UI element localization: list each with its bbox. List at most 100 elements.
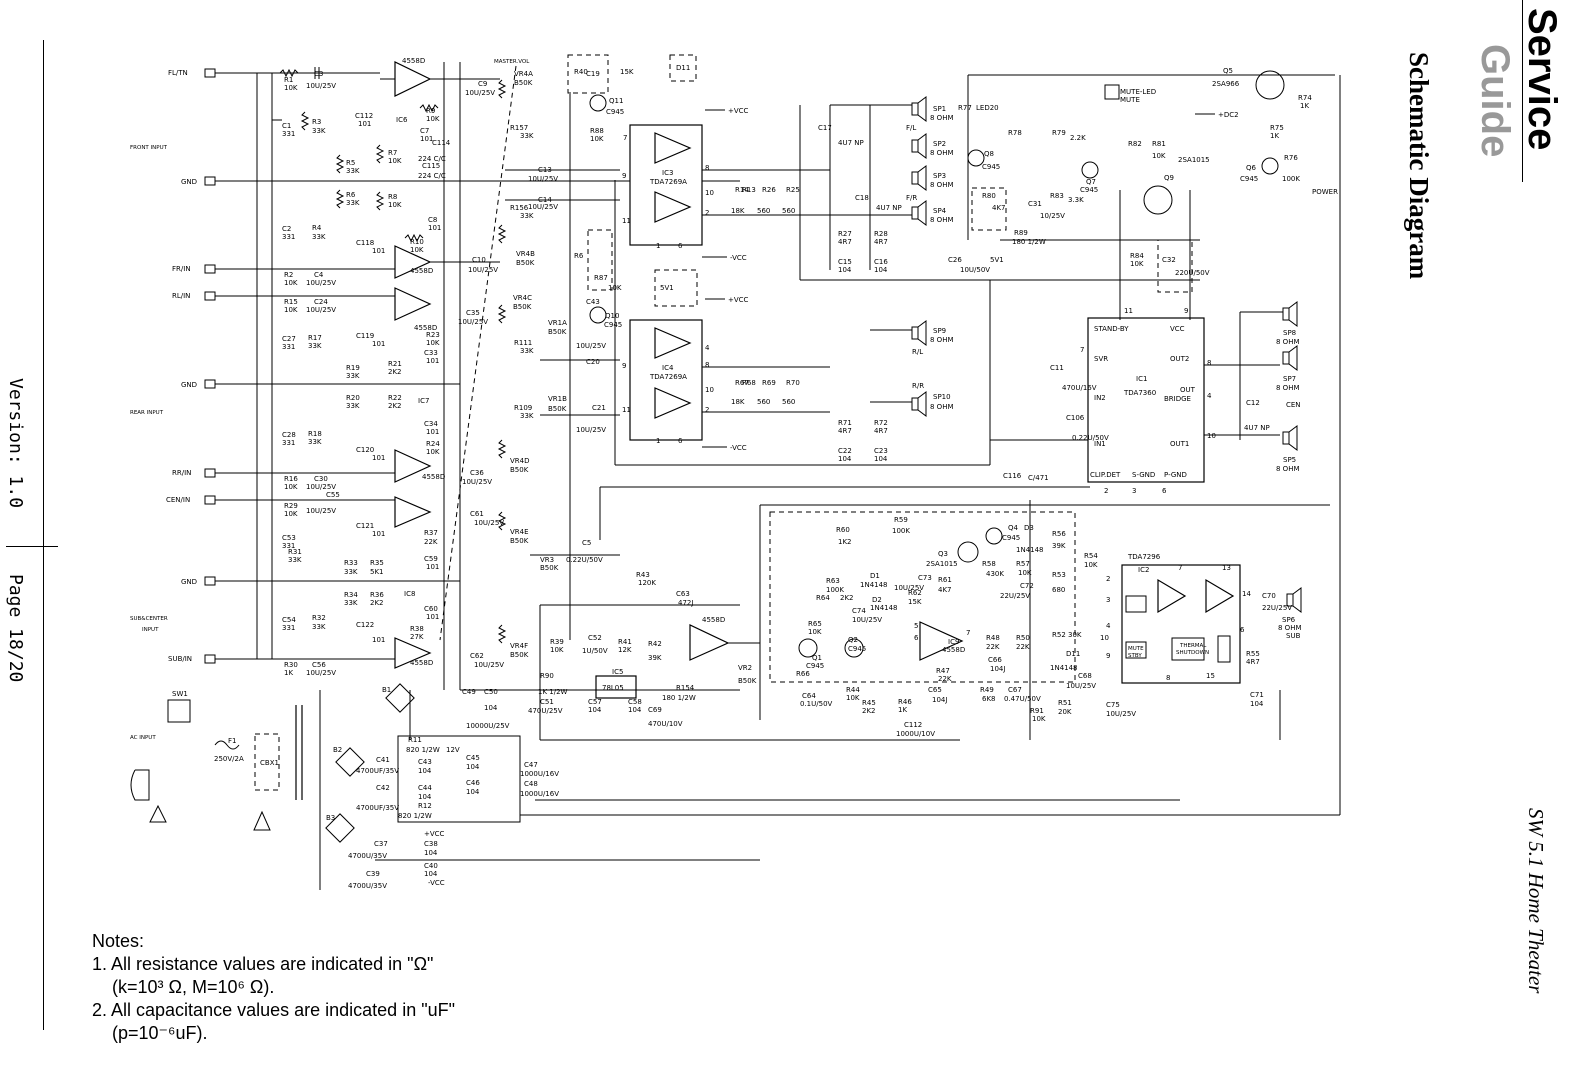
label-p6: 6 — [914, 634, 919, 642]
label-r36: R36 — [370, 591, 384, 599]
label-c114: C114 — [432, 139, 451, 147]
notes-line-3: 2. All capacitance values are indicated … — [92, 1000, 455, 1020]
label-ic8_4558: 4558D — [410, 659, 433, 667]
label-r74: R74 — [1298, 94, 1312, 102]
label-c52v: 1U/50V — [582, 647, 608, 655]
input-label-fl: FL/TN — [168, 69, 188, 77]
label-r48v: 22K — [986, 643, 1000, 651]
label-p15: 15 — [1206, 672, 1215, 680]
label-q2v: C945 — [848, 645, 866, 653]
label-p5: 5 — [914, 622, 918, 630]
label-q8v: C945 — [982, 163, 1000, 171]
label-c24: C24 — [314, 298, 328, 306]
label-r81v: 10K — [1152, 152, 1166, 160]
label-b1: B1 — [382, 686, 391, 694]
opamp-ic7-a — [394, 287, 432, 321]
label-led: LED20 — [976, 104, 999, 112]
label-out1: OUT1 — [1170, 440, 1189, 448]
label-r75v: 1K — [1270, 132, 1279, 140]
label-q6v: C945 — [1240, 175, 1258, 183]
label-r72: R72 — [874, 419, 888, 427]
vcc-neg-label-1: -VCC — [730, 254, 747, 262]
label-c37: C37 — [374, 840, 388, 848]
label-thermal1: THERMAL — [1179, 643, 1207, 649]
master-vol-label: MASTER.VOL — [494, 59, 530, 65]
label-r29v: 10K — [284, 510, 298, 518]
label-r24v: 10K — [426, 448, 440, 456]
notes-line-4: (p=10⁻⁶uF). — [92, 1023, 208, 1043]
label-p4: 4 — [705, 344, 710, 352]
label-r34v: 33K — [344, 599, 358, 607]
label-p9: 9 — [1106, 652, 1110, 660]
label-c63: C63 — [676, 590, 690, 598]
label-p8: 8 — [1207, 359, 1211, 367]
label-d11b: D11 — [1066, 650, 1080, 658]
label-r29: R29 — [284, 502, 298, 510]
label-c37v: 4700U/35V — [348, 852, 387, 860]
label-c30: C30 — [314, 475, 328, 483]
label-c5v: 0.22U/50V — [566, 556, 603, 564]
label-c51v: 470U/25V — [528, 707, 563, 715]
label-c20: C20 — [586, 358, 600, 366]
label-c48b: C43 — [586, 298, 600, 306]
label-c46v: 104 — [466, 788, 480, 796]
label-r11: R11 — [408, 736, 422, 744]
label-vr3v: B50K — [540, 564, 559, 572]
label-ic1_name: TDA7360 — [1123, 389, 1156, 397]
label-vr1av: B50K — [548, 328, 567, 336]
label-p7: 7 — [1178, 564, 1182, 572]
label-c64: C64 — [802, 692, 816, 700]
label-vr2: VR2 — [738, 664, 752, 672]
label-c112b: C112 — [904, 721, 922, 729]
input-label-gnd1: GND — [181, 178, 197, 186]
label-r21: R21 — [388, 360, 402, 368]
power-label: POWER — [1312, 188, 1338, 196]
label-c67: C67 — [1008, 686, 1022, 694]
label-q11v: C945 — [606, 108, 624, 116]
vcc-neg-label-psu: -VCC — [428, 879, 445, 887]
label-r89v: 180 1/2W — [1012, 238, 1046, 246]
label-c23v: 104 — [874, 455, 888, 463]
label-c50v: 104 — [484, 704, 498, 712]
label-c31v: 10/25V — [1040, 212, 1065, 220]
label-r41: R41 — [618, 638, 632, 646]
label-rr: R/R — [912, 382, 924, 390]
ic1-tda7360: STAND-BY VCC SVR OUT2 IC1 TDA7360 IN2 OU… — [990, 301, 1301, 495]
label-r27v: 4R7 — [838, 238, 852, 246]
label-ic_sub4558: 4558D — [702, 616, 725, 624]
label-r83: R83 — [1050, 192, 1064, 200]
label-p8: 8 — [705, 164, 709, 172]
label-r53: R53 — [1052, 571, 1066, 579]
label-c106v: 0.22U/50V — [1072, 434, 1109, 442]
label-imp: 8 OHM — [930, 181, 954, 189]
label-c27: C27 — [282, 335, 296, 343]
label-q10v: C945 — [604, 321, 622, 329]
label-d12: 12V — [446, 746, 460, 754]
label-q1v: C945 — [806, 662, 824, 670]
label-r64v: 2K2 — [840, 594, 854, 602]
label-r68: R68 — [742, 379, 756, 387]
label-r156v: 33K — [520, 212, 534, 220]
subcenter-label-2: INPUT — [142, 627, 159, 633]
label-r71v: 4R7 — [838, 427, 852, 435]
label-vr4e: VR4E — [510, 528, 529, 536]
ic5-78l05 — [595, 675, 637, 699]
label-c39: C39 — [366, 870, 380, 878]
label-r56: R56 — [1052, 530, 1066, 538]
input-label-sub: SUB/IN — [168, 655, 192, 663]
label-r17v: 33K — [308, 342, 322, 350]
label-c11: C11 — [1050, 364, 1064, 372]
label-r60: R60 — [836, 526, 850, 534]
label-c106: C106 — [1066, 414, 1085, 422]
label-r91v: 10K — [1032, 715, 1046, 723]
label-r42v: 39K — [648, 654, 662, 662]
notes-line-2: (k=10³ Ω, M=10⁶ Ω). — [92, 977, 275, 997]
label-r54v: 10K — [1084, 561, 1098, 569]
label-r6v: 33K — [346, 199, 360, 207]
label-id: SP8 — [1283, 329, 1296, 337]
label-p9: 9 — [1184, 307, 1188, 315]
label-r18: R18 — [308, 430, 322, 438]
